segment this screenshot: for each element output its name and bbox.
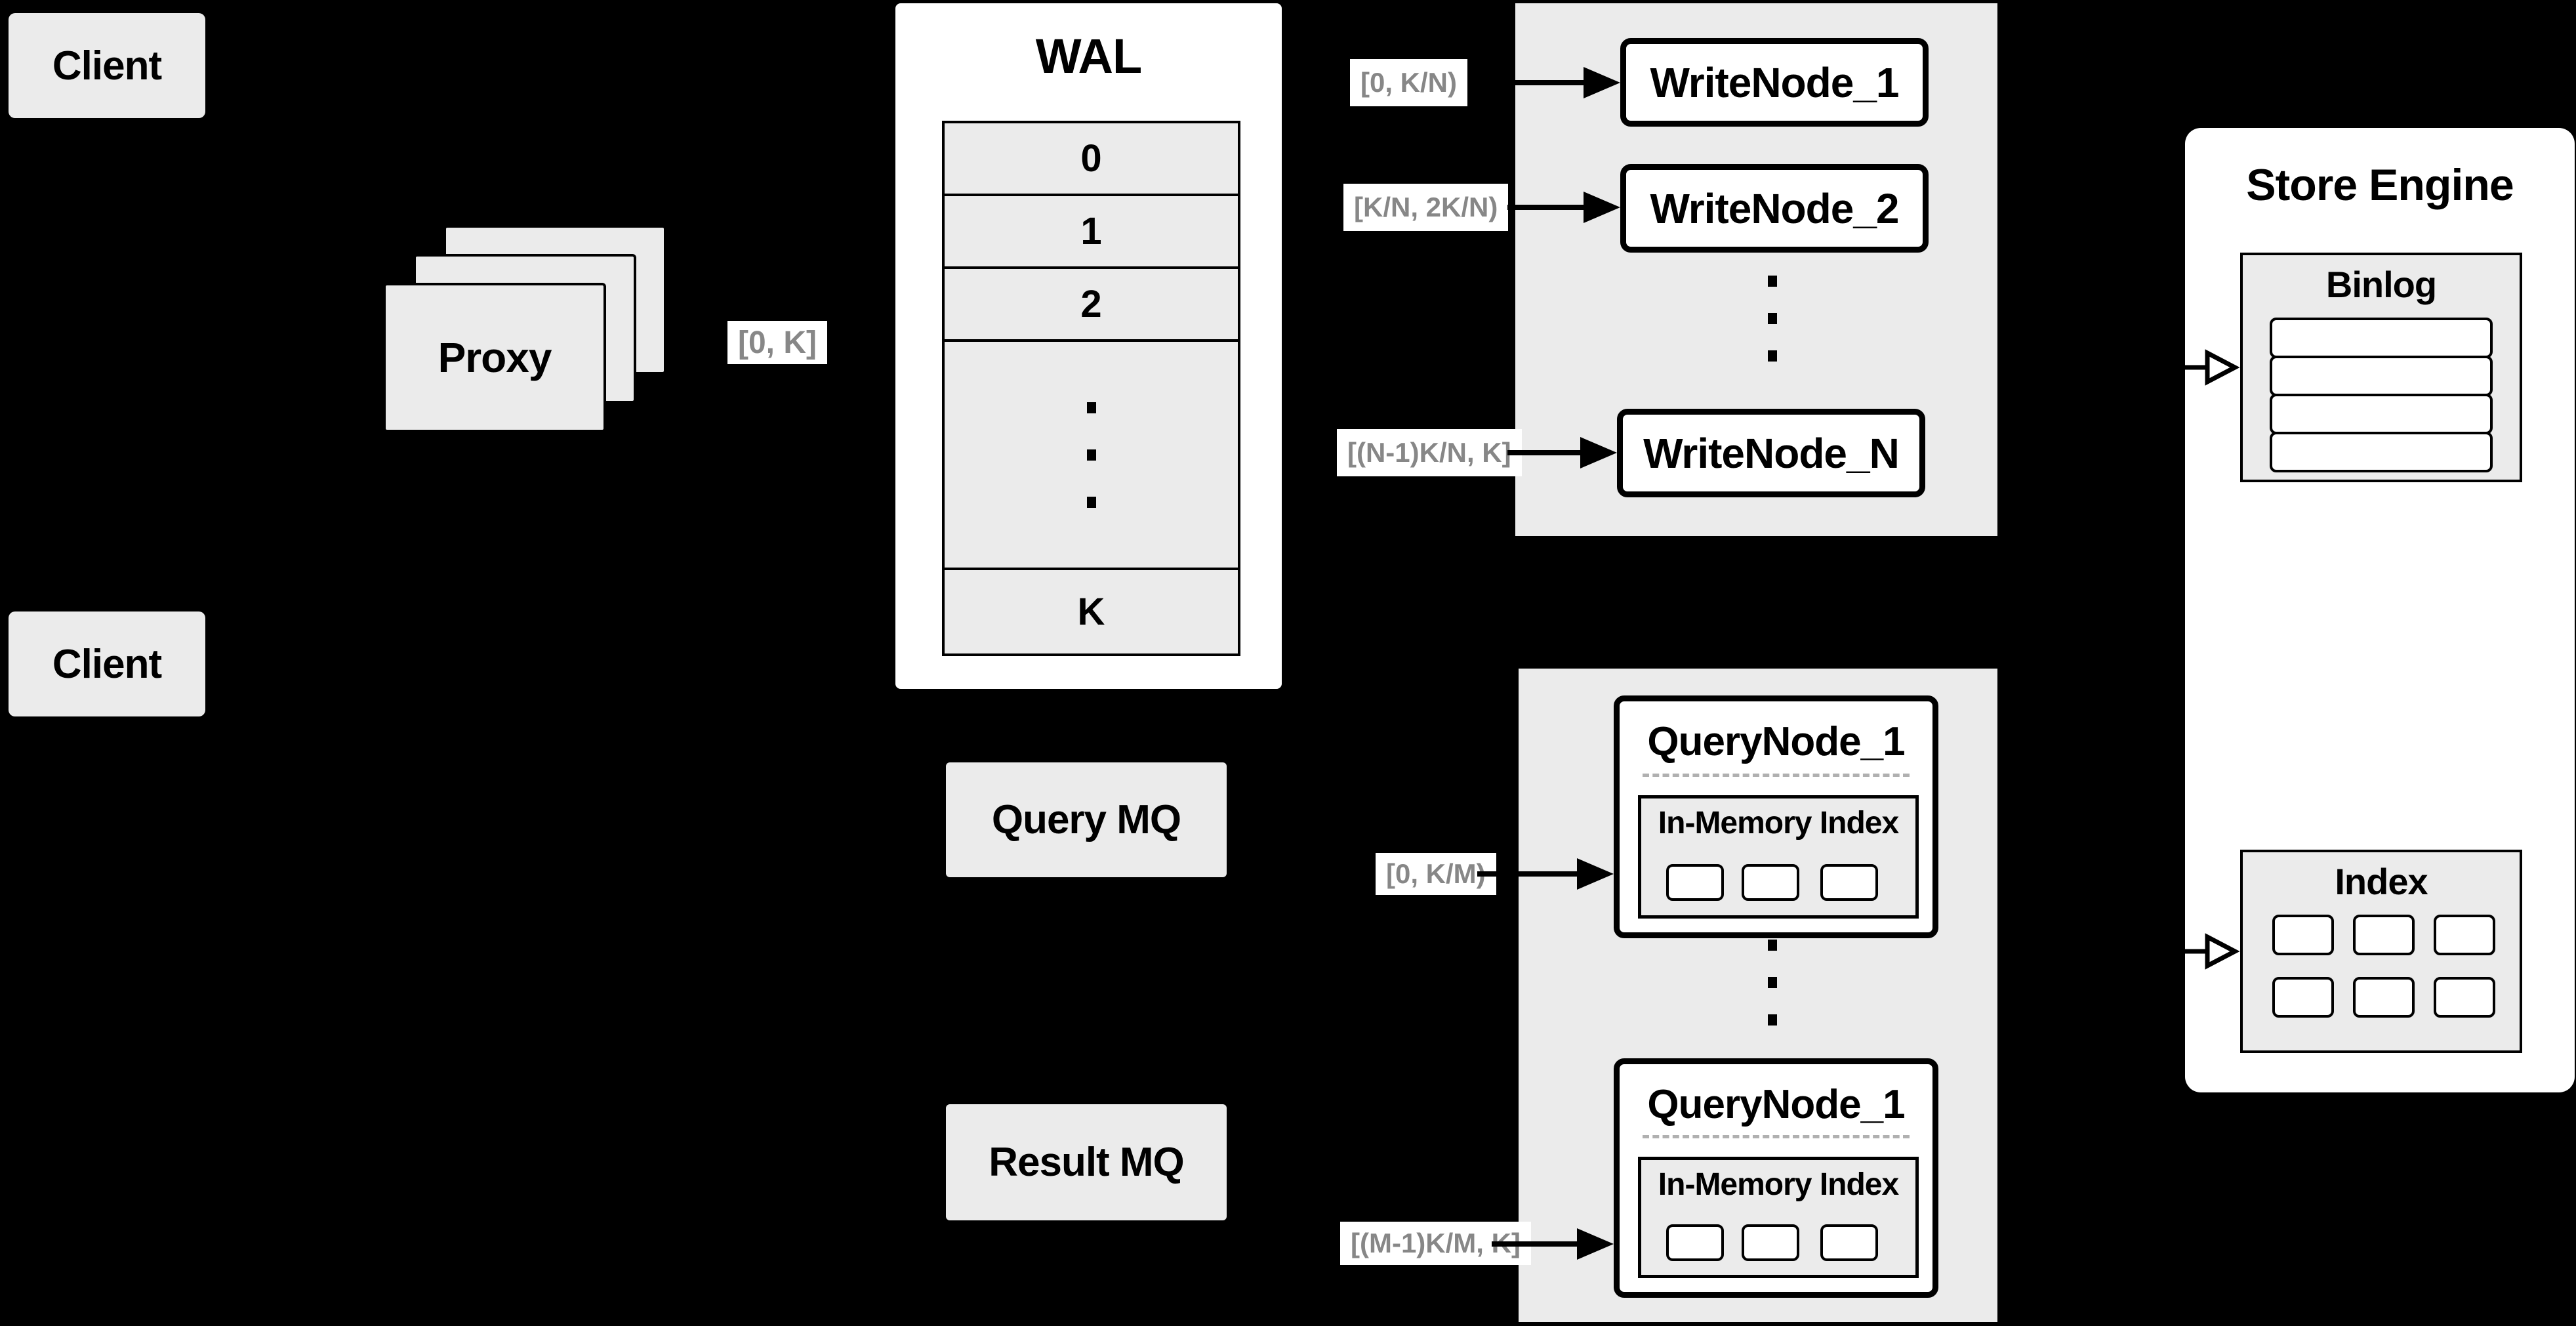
index-cell — [2434, 977, 2495, 1018]
wal-segment-row-last: K — [942, 568, 1240, 656]
write-node-1-label: WriteNode_1 — [1650, 58, 1899, 106]
write-node-2-label: WriteNode_2 — [1650, 184, 1899, 232]
store-engine-box: Store Engine Binlog Index — [2182, 128, 2575, 1092]
query-node-1-divider — [1643, 774, 1910, 777]
query-node-m-title: QueryNode_1 — [1647, 1082, 1905, 1127]
index-cell — [2272, 915, 2334, 955]
binlog-rows — [2243, 318, 2520, 472]
index-cell — [2353, 977, 2415, 1018]
wal-table: 0 1 2 K — [942, 121, 1240, 656]
wal-segment-row: 1 — [942, 194, 1240, 269]
arrow-to-query-node-m — [1492, 1228, 1614, 1260]
wal-segment-1: 1 — [1080, 210, 1102, 253]
binlog-row — [2270, 318, 2493, 358]
query-range-label-1: [0, K/M) — [1376, 853, 1496, 895]
index-title: Index — [2335, 861, 2428, 902]
write-range-label-1: [0, K/N) — [1350, 59, 1467, 106]
wal-segment-row: 0 — [942, 121, 1240, 196]
binlog-row — [2270, 432, 2493, 472]
wal-title: WAL — [1035, 29, 1142, 83]
proxy-label: Proxy — [438, 334, 552, 381]
query-mq-label: Query MQ — [991, 797, 1181, 842]
client-box-bottom: Client — [9, 611, 205, 716]
write-node-n: WriteNode_N — [1617, 409, 1925, 497]
write-range-label-2: [K/N, 2K/N) — [1343, 184, 1509, 231]
wal-segment-row: 2 — [942, 266, 1240, 342]
proxy-card-front: Proxy — [383, 283, 606, 432]
index-cell — [2353, 915, 2415, 955]
wal-box: WAL 0 1 2 K — [895, 3, 1282, 689]
wal-segment-0: 0 — [1080, 137, 1102, 180]
arrow-to-binlog — [2182, 349, 2240, 386]
arrow-to-write-node-2 — [1507, 192, 1620, 223]
binlog-row — [2270, 394, 2493, 434]
index-segment-cell — [1742, 864, 1799, 901]
write-range-label-n: [(N-1)K/N, K] — [1337, 429, 1522, 476]
arrow-to-write-node-n — [1507, 437, 1617, 468]
write-node-1: WriteNode_1 — [1620, 38, 1929, 127]
in-memory-index-title-1: In-Memory Index — [1658, 806, 1899, 840]
index-cell — [2272, 977, 2334, 1018]
result-mq-box: Result MQ — [946, 1104, 1227, 1220]
index-segment-cell — [1742, 1224, 1799, 1261]
arrow-to-write-node-1 — [1477, 67, 1620, 98]
query-node-m-divider — [1643, 1135, 1910, 1138]
wal-ellipsis-row — [942, 339, 1240, 570]
write-nodes-ellipsis-icon — [1768, 276, 1777, 362]
binlog-row — [2270, 356, 2493, 396]
wal-ellipsis-icon — [1086, 402, 1096, 508]
binlog-box: Binlog — [2240, 253, 2522, 482]
binlog-title: Binlog — [2325, 264, 2437, 305]
query-mq-box: Query MQ — [946, 762, 1227, 877]
index-cell — [2434, 915, 2495, 955]
index-segment-cell — [1666, 864, 1724, 901]
query-node-1-title: QueryNode_1 — [1647, 719, 1905, 764]
wal-segment-2: 2 — [1080, 283, 1102, 325]
query-node-1: QueryNode_1 In-Memory Index — [1614, 695, 1938, 938]
in-memory-index-box-1: In-Memory Index — [1638, 795, 1919, 919]
index-segment-cell — [1666, 1224, 1724, 1261]
index-segment-cell — [1820, 864, 1878, 901]
proxy-range-label: [0, K] — [727, 321, 827, 364]
wal-segment-k: K — [1077, 590, 1105, 633]
write-node-2: WriteNode_2 — [1620, 164, 1929, 253]
client-bottom-label: Client — [52, 641, 162, 687]
index-segment-cell — [1820, 1224, 1878, 1261]
client-box-top: Client — [9, 13, 205, 118]
write-node-n-label: WriteNode_N — [1643, 429, 1900, 477]
client-top-label: Client — [52, 43, 162, 89]
query-nodes-ellipsis-icon — [1768, 940, 1777, 1026]
store-engine-title: Store Engine — [2246, 160, 2514, 210]
result-mq-label: Result MQ — [989, 1140, 1185, 1185]
index-box: Index — [2240, 850, 2522, 1053]
arrow-to-index — [2182, 933, 2240, 970]
in-memory-index-box-2: In-Memory Index — [1638, 1157, 1919, 1278]
arrow-to-query-node-1 — [1477, 858, 1614, 890]
in-memory-index-title-2: In-Memory Index — [1658, 1167, 1899, 1202]
query-range-label-m: [(M-1)K/M, K] — [1340, 1222, 1531, 1265]
query-node-m: QueryNode_1 In-Memory Index — [1614, 1058, 1938, 1298]
